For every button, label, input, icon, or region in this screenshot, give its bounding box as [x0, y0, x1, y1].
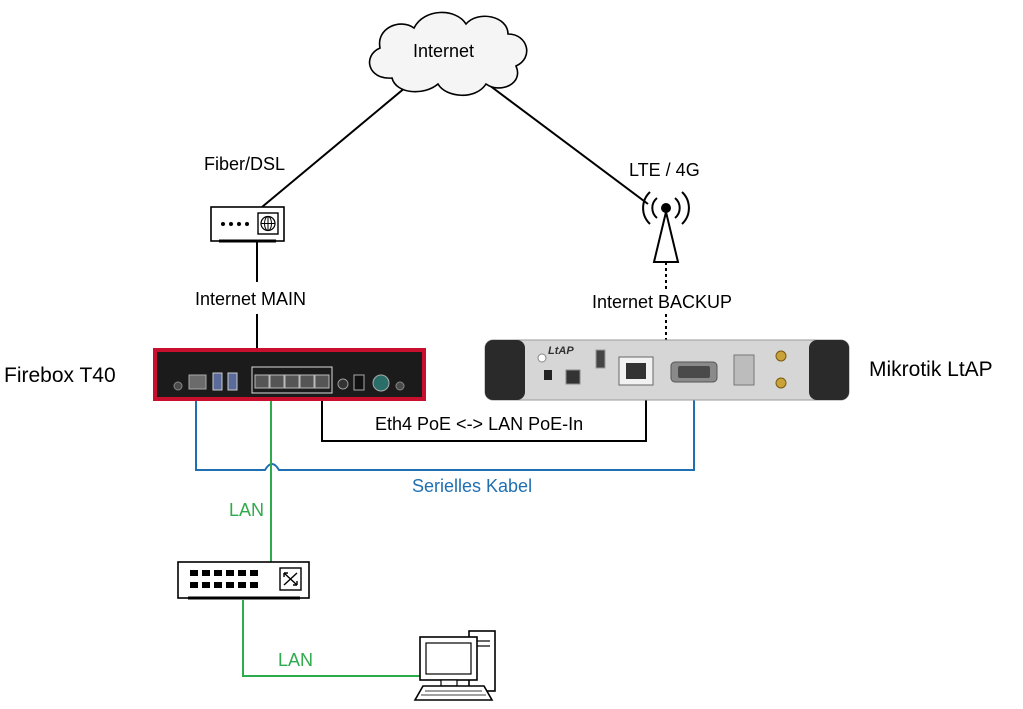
internet-main-label: Internet MAIN — [195, 289, 307, 309]
eth4-poe-cable — [321, 385, 647, 442]
mikrotik-ltap-device — [484, 339, 850, 401]
desktop-computer-icon — [413, 630, 496, 701]
mikrotik-label: Mikrotik LtAP — [869, 358, 993, 381]
serial-cable-label: Serielles Kabel — [412, 476, 533, 496]
lte-antenna-icon — [642, 191, 690, 263]
cloud-icon — [368, 11, 528, 96]
network-switch-icon — [177, 561, 310, 600]
lan-cable-switch-to-pc — [242, 600, 423, 677]
modem-icon — [210, 206, 285, 243]
lan-label-upper: LAN — [229, 500, 265, 520]
ltap-brand-text: LtAP — [548, 345, 574, 357]
lte-4g-label: LTE / 4G — [629, 160, 700, 180]
internet-backup-label: Internet BACKUP — [592, 292, 733, 312]
fiber-dsl-label: Fiber/DSL — [204, 154, 286, 174]
firebox-label: Firebox T40 — [4, 364, 116, 387]
cloud-to-lte-line — [484, 81, 649, 205]
connection-lines — [195, 81, 695, 677]
internet-label: Internet — [413, 41, 475, 61]
eth4-poe-label: Eth4 PoE <-> LAN PoE-In — [375, 414, 584, 434]
firebox-device — [153, 348, 426, 401]
cloud-to-modem-line — [261, 81, 413, 208]
lan-label-lower: LAN — [278, 650, 314, 670]
